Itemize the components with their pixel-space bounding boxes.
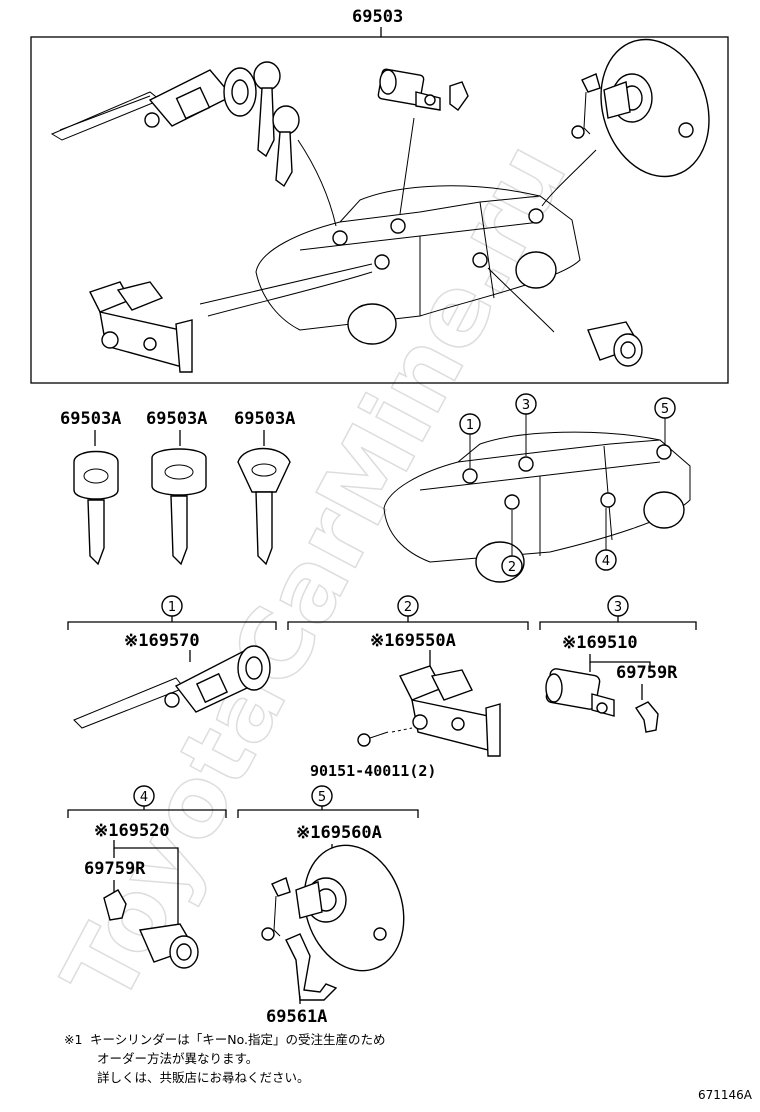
vehicle-illustration-top [255,185,581,345]
group-3: 3 ※169510 69759R [539,595,697,733]
group-3-sub-part-number: 69759R [616,663,678,683]
group-4: 4 ※169520 69759R [67,785,227,969]
group-2-marker: 2 [404,600,412,615]
group-3-marker: 3 [614,600,622,615]
rear-door-cylinder-illustration [587,321,643,367]
key-1-illustration [73,450,119,566]
latch-assembly-illustration [89,281,193,373]
luggage-lock-illustration [571,38,710,178]
lock-clip-detail-4 [103,889,127,921]
location-marker-2: 2 [508,560,516,575]
group-5-marker: 5 [318,790,326,805]
group-4-marker: 4 [140,790,148,805]
door-lock-illustration [377,68,469,111]
location-markers: 1 2 3 4 5 [459,393,676,577]
group-5-sub-part-number: 69561A [266,1007,327,1027]
location-marker-1: 1 [466,418,474,433]
group-5: 5 ※169560A 69561A [237,785,419,1027]
key-2-illustration [151,448,207,566]
group-4-sub-part-number: 69759R [84,859,146,879]
key-part-number-2: 69503A [146,409,207,429]
group-5-part-number: ※169560A [296,823,382,843]
footnote: ※1 キーシリンダーは「キーNo.指定」の受注生産のため オーダー方法が異なります… [64,1030,704,1087]
ignition-cylinder-illustration [50,67,257,141]
group-1-marker: 1 [168,600,176,615]
footnote-text-2: オーダー方法が異なります。 [97,1051,259,1066]
group-1: 1 ※169570 [67,595,277,729]
group-4-part-number: ※169520 [94,821,170,841]
location-arrows [199,117,597,333]
luggage-lock-detail [261,844,405,1001]
location-marker-3: 3 [522,398,530,413]
key-part-number-3: 69503A [234,409,295,429]
lock-clip-detail [634,701,659,733]
group-3-part-number: ※169510 [562,633,638,653]
group-2-part-number: ※169550A [370,631,456,651]
key-3-illustration [237,447,291,566]
location-marker-5: 5 [661,402,669,417]
door-lock-cylinder-detail [545,668,615,717]
assembly-keys-illustration [253,61,300,188]
ignition-cylinder-detail [73,645,271,729]
key-group: 69503A 69503A 69503A [60,409,295,446]
assembly-part-number: 69503 [352,7,403,27]
assembly-box [30,36,729,384]
figure-code: 671146A [697,1088,752,1102]
footnote-text-3: 詳しくは、共販店にお尋ねください。 [97,1070,310,1085]
rear-door-cylinder-detail [138,923,199,969]
footnote-mark: ※1 [64,1032,83,1047]
location-marker-4: 4 [602,554,610,569]
group-1-part-number: ※169570 [124,631,200,651]
screw-illustration [357,727,413,747]
group-2: 2 ※169550A 90151-40011(2) [287,595,529,780]
key-part-number-1: 69503A [60,409,121,429]
screw-part-number: 90151-40011(2) [310,762,436,780]
footnote-line-1: ※1 キーシリンダーは「キーNo.指定」の受注生産のため [64,1030,704,1049]
vehicle-illustration-locations [383,414,691,583]
door-lock-latch-detail [399,665,501,757]
footnote-text-1: キーシリンダーは「キーNo.指定」の受注生産のため [90,1032,386,1047]
